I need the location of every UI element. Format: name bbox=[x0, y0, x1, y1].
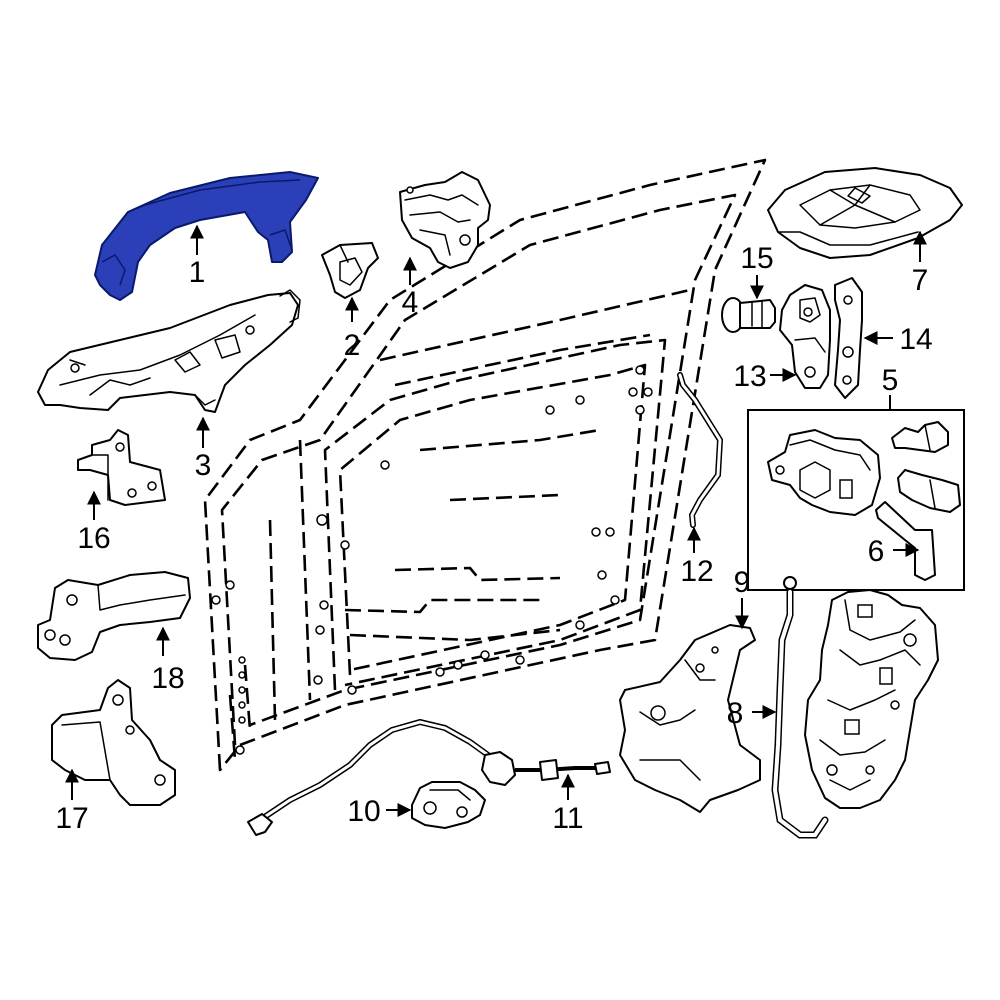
part-9-latch-bracket[interactable] bbox=[619, 624, 761, 813]
part-17-door-hinge-lower[interactable] bbox=[51, 679, 176, 806]
part-8-latch-cable[interactable] bbox=[771, 576, 829, 839]
callout-11: 11 bbox=[552, 802, 583, 835]
callout-13: 13 bbox=[733, 360, 766, 393]
part-1-outside-door-handle[interactable] bbox=[94, 171, 319, 301]
part-12-lock-rod[interactable] bbox=[677, 372, 724, 528]
callout-7: 7 bbox=[912, 264, 929, 297]
callout-6: 6 bbox=[868, 535, 885, 568]
door-frame-holes bbox=[211, 365, 653, 755]
part-13-door-striker[interactable] bbox=[779, 284, 831, 389]
callout-16: 16 bbox=[77, 522, 110, 555]
part-3-handle-carrier[interactable] bbox=[37, 289, 301, 413]
part-7-key-fob[interactable] bbox=[767, 167, 963, 259]
callout-18: 18 bbox=[151, 662, 184, 695]
callout-4: 4 bbox=[402, 286, 419, 319]
callout-14: 14 bbox=[899, 323, 932, 356]
part-11-inside-release-cable[interactable] bbox=[247, 718, 611, 836]
leader-lines bbox=[65, 224, 927, 817]
part-18-door-check[interactable] bbox=[37, 571, 191, 661]
callout-9: 9 bbox=[734, 566, 751, 599]
part-16-door-hinge-upper[interactable] bbox=[77, 429, 166, 506]
door-latch-assembly[interactable] bbox=[804, 589, 939, 809]
part-4-lock-actuator[interactable] bbox=[399, 171, 491, 269]
callout-10: 10 bbox=[347, 795, 380, 828]
part-2-handle-clip[interactable] bbox=[321, 242, 379, 299]
door-frame-outline bbox=[203, 158, 767, 772]
part-15-striker-bolt[interactable] bbox=[721, 297, 776, 333]
callout-12: 12 bbox=[680, 555, 713, 588]
callout-8: 8 bbox=[727, 697, 744, 730]
callout-15: 15 bbox=[740, 242, 773, 275]
part-5-lock-cylinder-kit[interactable] bbox=[747, 409, 965, 591]
callout-labels: 1 2 3 4 5 6 7 8 9 10 11 12 13 14 15 16 1… bbox=[55, 242, 932, 835]
part-14-striker-shim[interactable] bbox=[834, 277, 863, 399]
callout-3: 3 bbox=[195, 449, 212, 482]
callout-2: 2 bbox=[344, 329, 361, 362]
part-10-lock-motor[interactable] bbox=[411, 781, 486, 829]
callout-5: 5 bbox=[882, 364, 899, 397]
callout-1: 1 bbox=[189, 256, 206, 289]
callout-17: 17 bbox=[55, 802, 88, 835]
